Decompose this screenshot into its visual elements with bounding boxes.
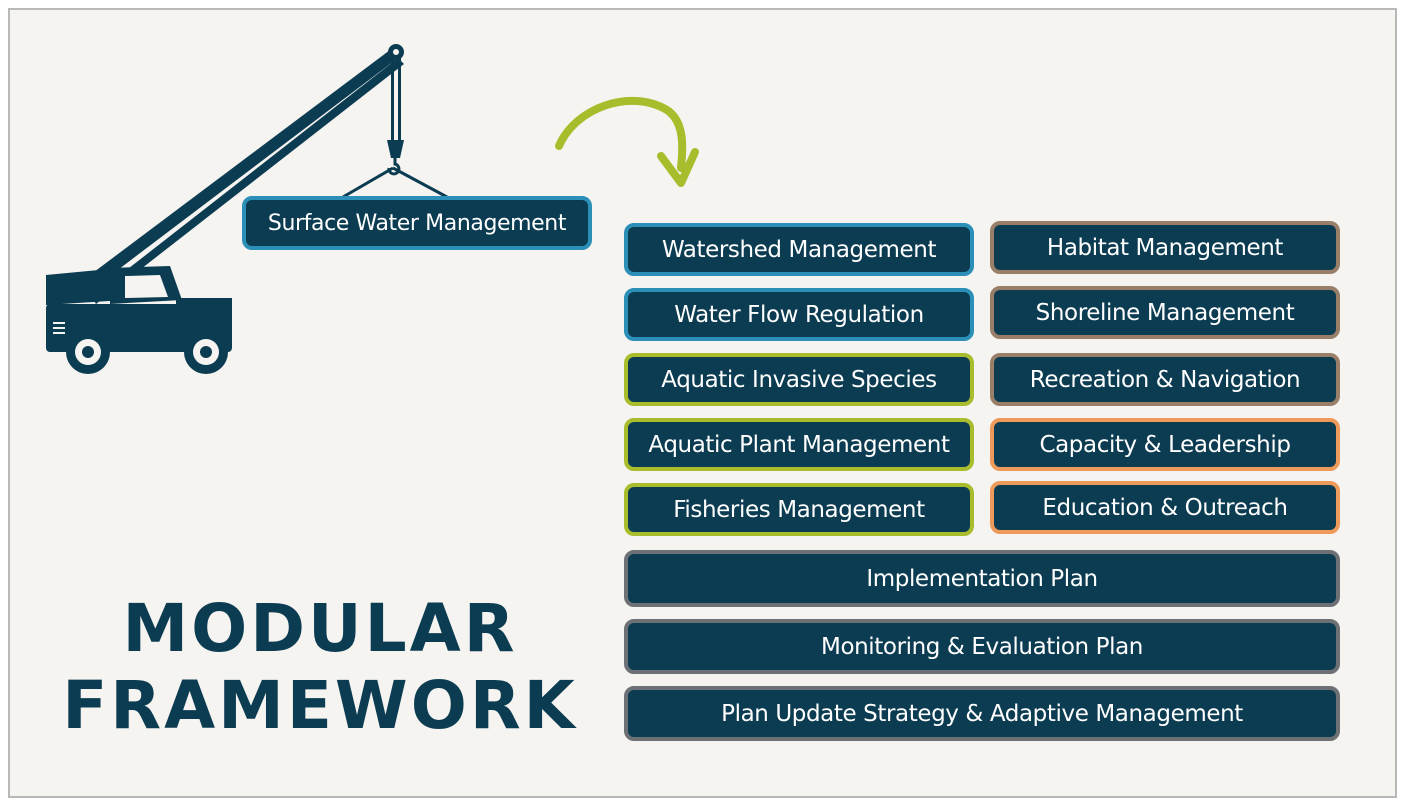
module-watershed-management: Watershed Management (624, 223, 974, 276)
module-recreation-navigation: Recreation & Navigation (990, 353, 1340, 406)
module-plan-update-strategy: Plan Update Strategy & Adaptive Manageme… (624, 686, 1340, 741)
crane-icon (46, 44, 448, 374)
module-aquatic-plant-management: Aquatic Plant Management (624, 418, 974, 471)
module-capacity-leadership: Capacity & Leadership (990, 418, 1340, 471)
module-shoreline-management: Shoreline Management (990, 286, 1340, 339)
module-implementation-plan: Implementation Plan (624, 550, 1340, 607)
crane-load-module: Surface Water Management (242, 196, 592, 250)
module-water-flow-regulation: Water Flow Regulation (624, 288, 974, 341)
module-monitoring-evaluation-plan: Monitoring & Evaluation Plan (624, 619, 1340, 674)
module-fisheries-management: Fisheries Management (624, 483, 974, 536)
module-aquatic-invasive-species: Aquatic Invasive Species (624, 353, 974, 406)
title-line-2: FRAMEWORK (62, 667, 578, 744)
module-habitat-management: Habitat Management (990, 221, 1340, 274)
module-education-outreach: Education & Outreach (990, 481, 1340, 534)
curved-arrow-icon (555, 97, 699, 187)
title-line-1: MODULAR (122, 590, 518, 667)
